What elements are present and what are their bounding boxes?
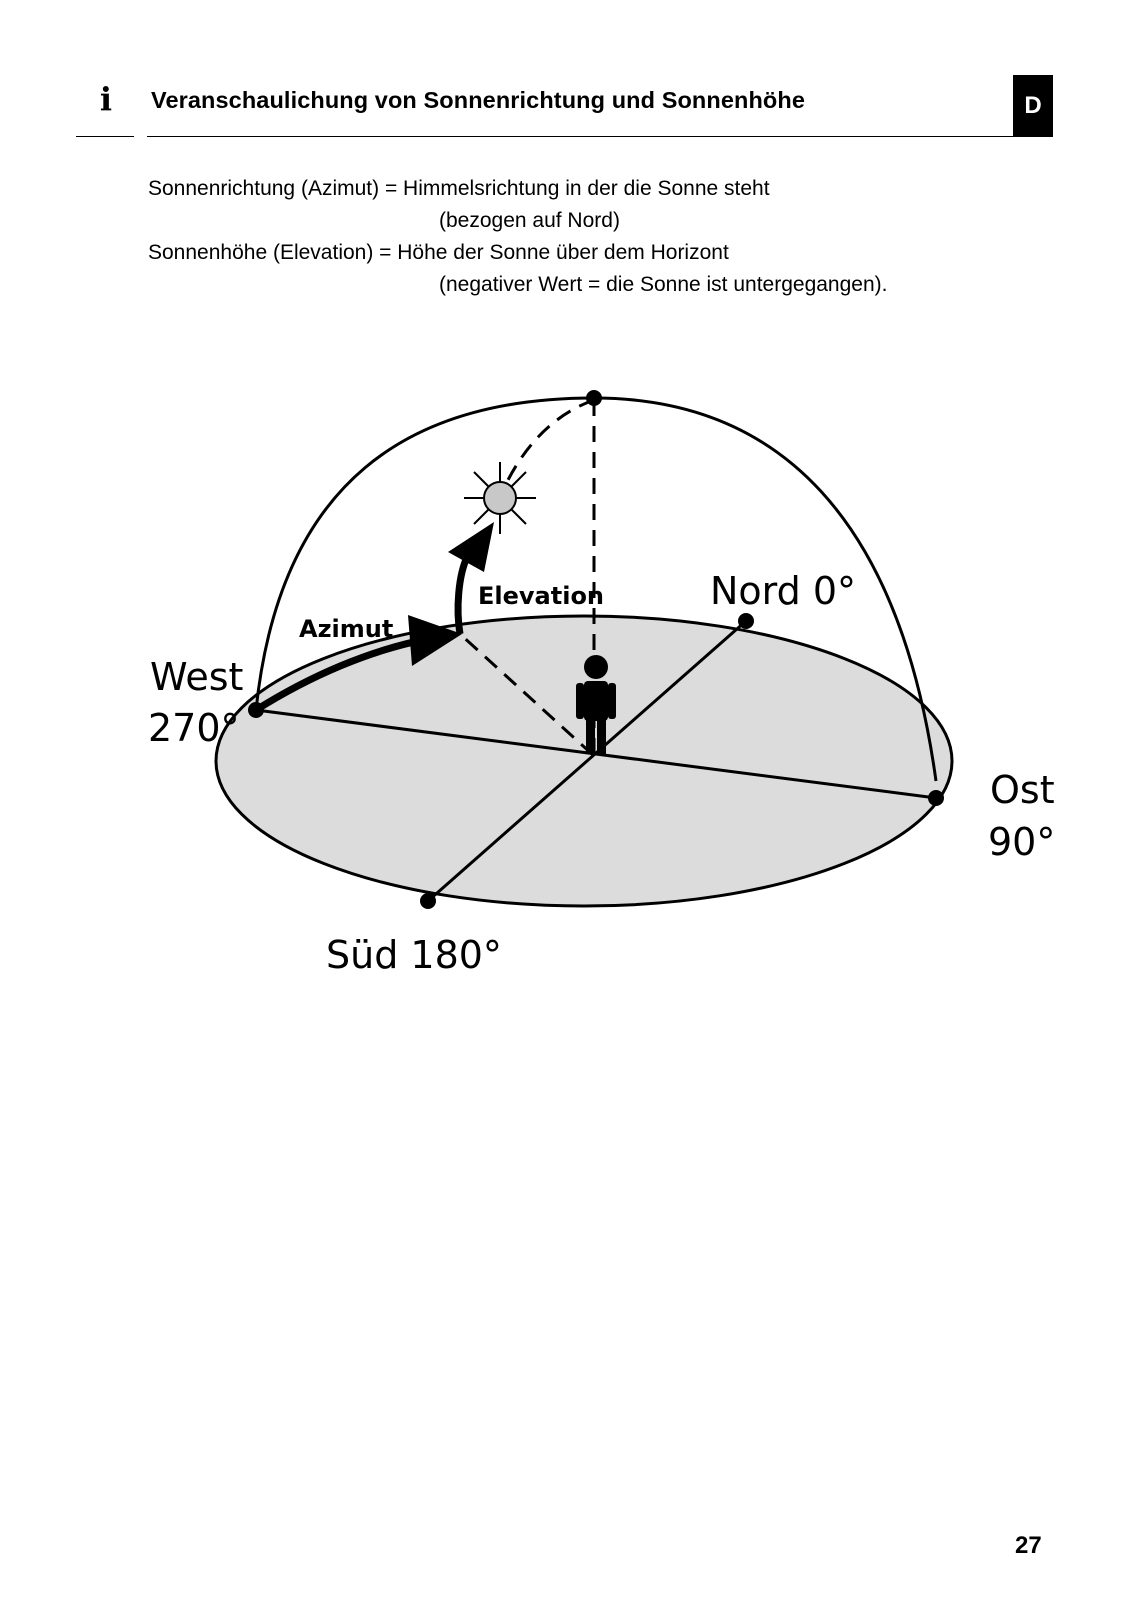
- sun-path-arc: [506, 398, 595, 481]
- north-dot: [738, 613, 754, 629]
- horizon-plane: [214, 614, 954, 908]
- west-label: West: [150, 655, 243, 699]
- south-label: Süd 180°: [326, 933, 502, 977]
- west-degree-label: 270°: [148, 706, 240, 750]
- west-dot: [248, 702, 264, 718]
- page-number: 27: [1015, 1532, 1042, 1559]
- azimuth-arrowhead: [408, 615, 462, 666]
- east-label: Ost: [990, 768, 1055, 812]
- elevation-note: (negativer Wert = die Sonne ist untergeg…: [439, 273, 888, 296]
- zenith-dot: [586, 390, 602, 406]
- sun-position-diagram: Nord 0° West 270° Ost 90° Süd 180° Azimu…: [148, 390, 1055, 977]
- east-dot: [928, 790, 944, 806]
- sun-icon: [464, 462, 536, 534]
- elevation-arrowhead: [448, 522, 494, 572]
- elevation-label: Elevation: [478, 582, 604, 610]
- azimuth-arrow: [254, 635, 429, 713]
- azimuth-definition: Sonnenrichtung (Azimut) = Himmelsrichtun…: [148, 177, 770, 200]
- language-tab: D: [1013, 75, 1053, 137]
- header-rule-left: [76, 136, 134, 137]
- info-icon: i: [99, 80, 113, 118]
- north-south-axis: [427, 619, 747, 903]
- east-degree-label: 90°: [988, 820, 1055, 864]
- elevation-definition: Sonnenhöhe (Elevation) = Höhe der Sonne …: [148, 241, 729, 264]
- south-dot: [420, 893, 436, 909]
- azimuth-label: Azimut: [299, 615, 393, 643]
- page-title: Veranschaulichung von Sonnenrichtung und…: [151, 87, 805, 113]
- azimuth-projection-line: [458, 632, 595, 757]
- north-label: Nord 0°: [710, 569, 856, 613]
- person-icon: [576, 655, 616, 754]
- azimuth-note: (bezogen auf Nord): [439, 209, 620, 232]
- header-rule: [147, 136, 1017, 137]
